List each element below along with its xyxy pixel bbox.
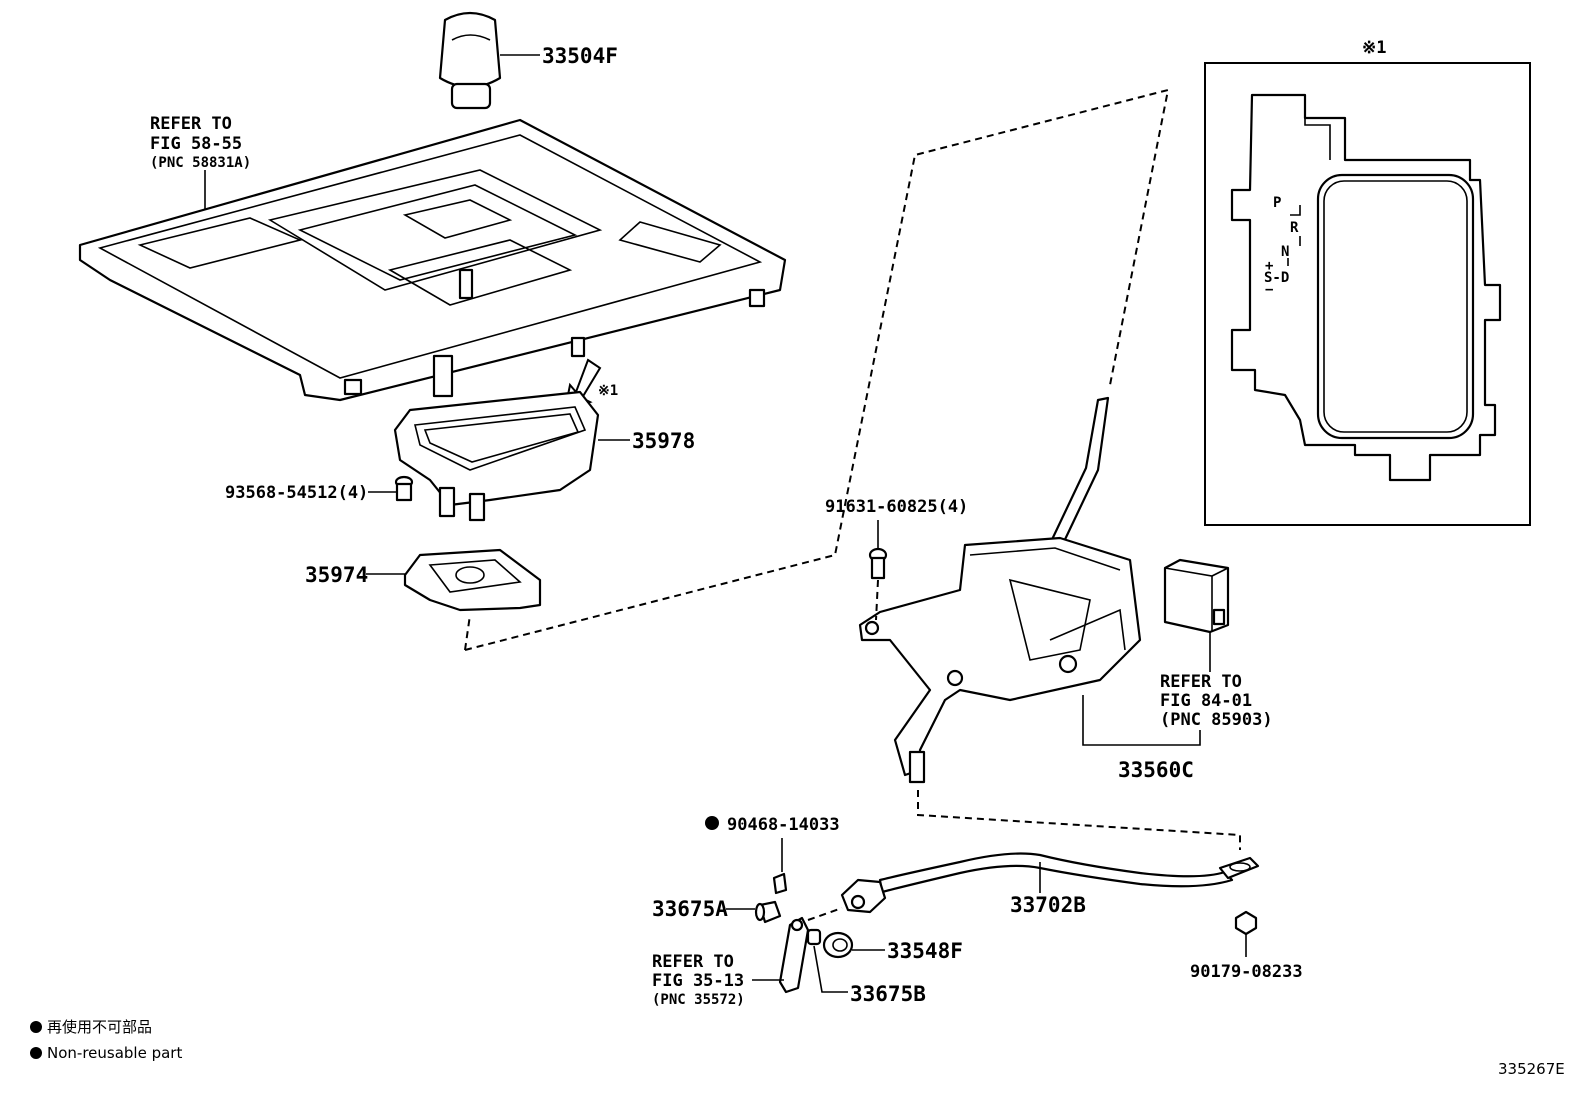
shift-knob[interactable]: [438, 11, 502, 110]
refer-8401-line3[interactable]: (PNC 85903): [1160, 710, 1273, 730]
label-33560C[interactable]: 33560C: [1118, 758, 1194, 782]
inset-frame: [1204, 62, 1531, 526]
gate-p: P: [1273, 195, 1281, 211]
bolt-small[interactable]: [394, 475, 414, 502]
indicator-housing[interactable]: [393, 390, 600, 522]
note-mark-arrow: ※1: [598, 383, 618, 399]
gate-sd: S-D: [1264, 270, 1289, 286]
label-90468[interactable]: 90468-14033: [727, 815, 840, 835]
label-33702B[interactable]: 33702B: [1010, 893, 1086, 917]
dash-lever-cable: [917, 790, 1241, 850]
bracket[interactable]: [403, 548, 542, 612]
gate-r: R: [1290, 220, 1299, 236]
gate-n: N: [1281, 244, 1289, 260]
dash-projection: [464, 88, 1170, 651]
refer-5855-line2[interactable]: FIG 58-55: [150, 134, 242, 154]
label-91631[interactable]: 91631-60825(4): [825, 497, 968, 517]
inset-title: ※1: [1362, 38, 1386, 58]
dash-link-cable: [807, 907, 843, 921]
label-33675A[interactable]: 33675A: [652, 897, 728, 921]
clip-pin[interactable]: [772, 872, 788, 895]
label-35974[interactable]: 35974: [305, 563, 368, 587]
label-90179[interactable]: 90179-08233: [1190, 962, 1303, 982]
link-lever[interactable]: [778, 916, 810, 994]
refer-8401-line1[interactable]: REFER TO: [1160, 672, 1242, 692]
legend-jp: 再使用不可部品: [47, 1018, 152, 1036]
refer-5855-line3[interactable]: (PNC 58831A): [150, 155, 251, 171]
indicator-plate[interactable]: [1230, 93, 1502, 482]
shift-lever-assy[interactable]: [858, 396, 1142, 784]
dash-bolt-lever: [875, 579, 879, 621]
legend-dot-en: [30, 1047, 42, 1059]
refer-8401-line2[interactable]: FIG 84-01: [1160, 691, 1252, 711]
transmission-cable[interactable]: [840, 852, 1260, 914]
pin-a[interactable]: [754, 900, 782, 924]
gate-plus: +: [1265, 258, 1273, 274]
leader-lever-assy: [1082, 695, 1201, 746]
refer-3513-line1[interactable]: REFER TO: [652, 952, 734, 972]
legend-dot-jp: [30, 1021, 42, 1033]
dash-bracket-lower: [464, 614, 471, 651]
label-33675B[interactable]: 33675B: [850, 982, 926, 1006]
bolt-lever[interactable]: [868, 547, 888, 580]
bushing-f[interactable]: [822, 931, 854, 959]
label-35978[interactable]: 35978: [632, 429, 695, 453]
non-reusable-mark: [705, 816, 719, 830]
figure-id: 335267E: [1498, 1060, 1565, 1078]
label-33548F[interactable]: 33548F: [887, 939, 963, 963]
label-93568[interactable]: 93568-54512(4): [225, 483, 368, 503]
label-33504F[interactable]: 33504F: [542, 44, 618, 68]
refer-5855-line1[interactable]: REFER TO: [150, 114, 232, 134]
leader-bushing-b: [813, 945, 848, 993]
control-unit[interactable]: [1163, 558, 1230, 634]
refer-3513-line3[interactable]: (PNC 35572): [652, 992, 745, 1008]
console-panel[interactable]: [78, 118, 787, 402]
gate-minus: −: [1265, 282, 1273, 298]
nut[interactable]: [1234, 910, 1258, 936]
legend-en: Non-reusable part: [47, 1044, 182, 1062]
bushing-b[interactable]: [806, 928, 822, 946]
refer-3513-line2[interactable]: FIG 35-13: [652, 971, 744, 991]
